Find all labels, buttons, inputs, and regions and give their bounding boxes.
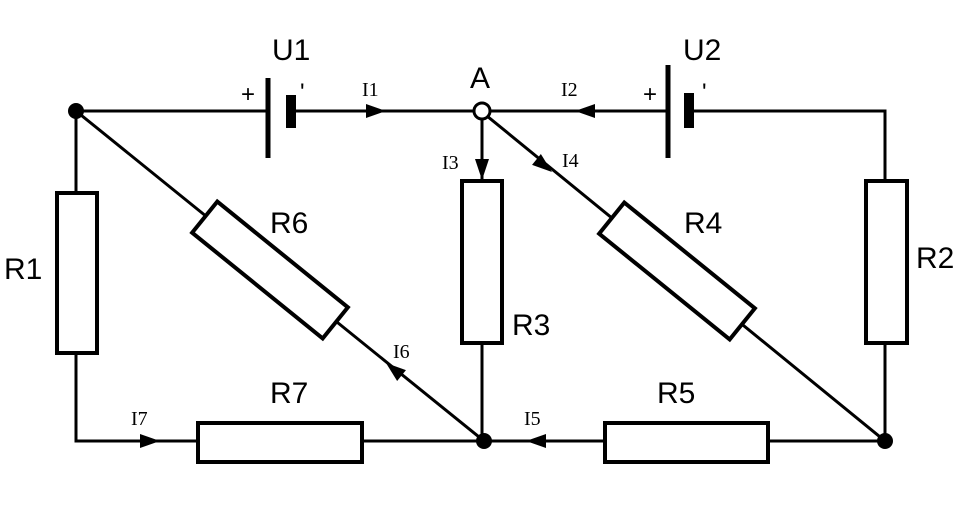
nodes <box>68 101 893 449</box>
resistor-r2 <box>864 179 909 345</box>
label-u1: U1 <box>272 34 310 67</box>
node-bottom-center <box>476 433 492 449</box>
resistor-r5 <box>603 421 770 464</box>
resistor-r1 <box>55 191 99 355</box>
arrow-i6 <box>386 363 406 382</box>
arrow-i7 <box>140 434 160 448</box>
label-r2: R2 <box>916 242 954 275</box>
label-r1: R1 <box>4 253 42 286</box>
label-i1: I1 <box>362 79 379 101</box>
arrow-i5 <box>526 434 546 448</box>
resistors <box>55 179 909 464</box>
label-node-a: A <box>470 62 490 95</box>
label-u1-tick: ' <box>300 79 305 106</box>
source-u2 <box>665 65 694 158</box>
label-r6: R6 <box>270 207 308 240</box>
label-i2: I2 <box>561 79 578 101</box>
label-i7: I7 <box>131 408 148 430</box>
label-i3: I3 <box>442 152 459 174</box>
label-u2-tick: ' <box>702 79 707 106</box>
arrow-i1 <box>366 104 386 118</box>
label-u2-plus: + <box>643 81 657 108</box>
arrow-i3 <box>475 159 489 180</box>
current-arrows <box>140 104 595 448</box>
resistor-r4 <box>596 199 758 343</box>
node-a <box>472 101 492 121</box>
arrow-i2 <box>575 104 595 118</box>
arrow-i4 <box>532 153 552 172</box>
label-r4: R4 <box>684 207 722 240</box>
label-i5: I5 <box>524 408 541 430</box>
labels: U1 + ' U2 + ' A R1 R2 R3 R4 R5 R6 R7 I1 … <box>4 34 954 430</box>
label-r7: R7 <box>270 377 308 410</box>
resistor-r6 <box>189 198 351 342</box>
resistor-r7 <box>196 421 364 464</box>
label-r3: R3 <box>512 309 550 342</box>
label-i4: I4 <box>562 150 579 172</box>
resistor-r3 <box>460 179 504 345</box>
label-r5: R5 <box>657 377 695 410</box>
label-u2: U2 <box>683 34 721 67</box>
source-u1 <box>265 78 296 158</box>
label-i6: I6 <box>393 341 410 363</box>
node-bottom-right <box>877 433 893 449</box>
label-u1-plus: + <box>241 81 255 108</box>
node-top-left <box>68 103 84 119</box>
